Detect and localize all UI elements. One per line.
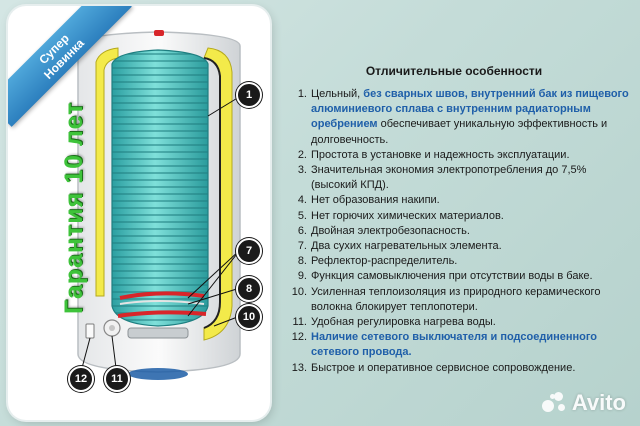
feature-text: Усиленная теплоизоляция из природного ке… — [311, 285, 635, 315]
feature-segment: Удобная регулировка нагрева воды. — [311, 316, 496, 329]
feature-number: 3. — [297, 164, 307, 177]
feature-number: 11. — [292, 316, 307, 329]
feature-number: 4. — [297, 194, 307, 207]
feature-number: 8. — [297, 255, 307, 268]
feature-number: 2. — [297, 148, 307, 161]
feature-segment: Функция самовыключения при отсутствии во… — [311, 270, 593, 283]
feature-segment: Простота в установке и надежность эксплу… — [311, 148, 570, 161]
feature-segment: Быстрое и оперативное сервисное сопровож… — [311, 361, 576, 374]
warranty-label: Гарантия 10 лет — [60, 101, 88, 314]
feature-number: 13. — [291, 361, 307, 374]
feature-text: Простота в установке и надежность эксплу… — [311, 148, 635, 163]
feature-text: Цельный, без сварных швов, внутренний ба… — [311, 87, 635, 148]
callout-8: 8 — [236, 276, 262, 302]
feature-text: Рефлектор-распределитель. — [311, 254, 635, 269]
features-list: 1. Цельный, без сварных швов, внутренний … — [289, 87, 635, 376]
avito-logo-icon — [541, 392, 568, 414]
features-title: Отличительные особенности — [365, 64, 543, 78]
feature-highlight: без сварных швов, внутренний бак из пище… — [311, 88, 629, 131]
feature-text: Значительная экономия электропотребления… — [311, 163, 635, 193]
feature-item: 1. Цельный, без сварных швов, внутренний … — [289, 87, 635, 148]
feature-segment: Нет образования накипи. — [311, 194, 440, 207]
power-switch — [85, 323, 95, 339]
avito-brand-text: Avito — [571, 390, 626, 415]
feature-text: Удобная регулировка нагрева воды. — [311, 315, 635, 330]
feature-item: 11. Удобная регулировка нагрева воды. — [289, 315, 635, 330]
feature-text: Функция самовыключения при отсутствии во… — [311, 269, 635, 284]
feature-item: 9. Функция самовыключения при отсутствии … — [289, 269, 635, 284]
feature-number: 10. — [291, 285, 307, 298]
feature-segment: обеспечивает уникальную эффективность и … — [311, 118, 608, 146]
heating-element-upper — [119, 291, 205, 300]
feature-highlight: Наличие сетевого выключателя и подсоедин… — [311, 331, 598, 359]
feature-text: Быстрое и оперативное сервисное сопровож… — [311, 361, 635, 376]
callout-1: 1 — [236, 82, 262, 108]
reflector — [119, 300, 205, 305]
feature-segment: Усиленная теплоизоляция из природного ке… — [311, 285, 601, 313]
feature-number: 12. — [291, 331, 307, 344]
feature-number: 7. — [297, 240, 307, 253]
feature-number: 5. — [297, 209, 307, 222]
feature-item: 7. Два сухих нагревательных элемента. — [289, 239, 635, 254]
feature-segment: Нет горючих химических материалов. — [311, 209, 504, 222]
callout-12: 12 — [68, 366, 94, 392]
feature-item: 6. Двойная электробезопасность. — [289, 224, 635, 239]
feature-segment: Значительная экономия электропотребления… — [311, 164, 587, 192]
feature-text: Нет горючих химических материалов. — [311, 209, 635, 224]
feature-segment: Цельный, — [311, 88, 364, 100]
feature-item: 12. Наличие сетевого выключателя и подсое… — [289, 330, 635, 360]
callout-10: 10 — [236, 304, 262, 330]
feature-segment: Рефлектор-распределитель. — [311, 255, 458, 268]
feature-text: Двойная электробезопасность. — [311, 224, 635, 239]
feature-item: 13. Быстрое и оперативное сервисное сопро… — [289, 361, 635, 376]
product-card: Супер Новинка Гарантия 10 лет 1 7 8 10 1… — [8, 6, 270, 420]
feature-text: Наличие сетевого выключателя и подсоедин… — [311, 330, 635, 360]
water-heater-illustration — [77, 30, 245, 380]
feature-item: 4. Нет образования накипи. — [289, 193, 635, 208]
feature-number: 9. — [297, 270, 307, 283]
feature-segment: Двойная электробезопасность. — [311, 224, 470, 237]
feature-item: 5. Нет горючих химических материалов. — [289, 209, 635, 224]
avito-watermark: Avito — [541, 390, 626, 416]
feature-number: 1. — [297, 88, 307, 100]
feature-item: 10. Усиленная теплоизоляция из природного… — [289, 285, 635, 315]
feature-item: 3. Значительная экономия электропотреблен… — [289, 163, 635, 193]
feature-item: 8. Рефлектор-распределитель. — [289, 254, 635, 269]
feature-number: 6. — [297, 224, 307, 237]
feature-text: Нет образования накипи. — [311, 193, 635, 208]
feature-item: 2. Простота в установке и надежность эксп… — [289, 148, 635, 163]
heating-element-lower — [117, 310, 207, 318]
callout-11: 11 — [104, 366, 130, 392]
feature-text: Два сухих нагревательных элемента. — [311, 239, 635, 254]
feature-segment: Два сухих нагревательных элемента. — [311, 240, 502, 253]
callout-7: 7 — [236, 238, 262, 264]
